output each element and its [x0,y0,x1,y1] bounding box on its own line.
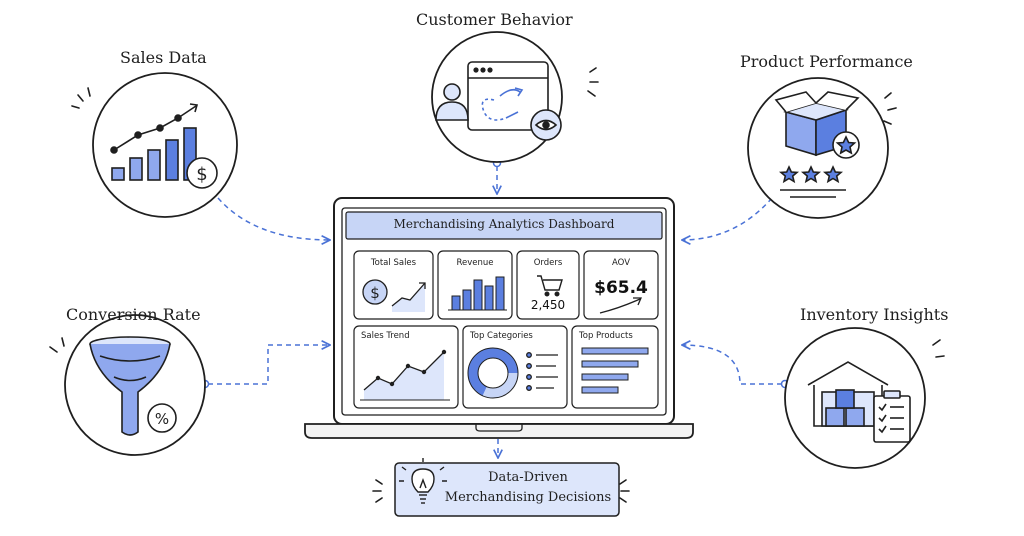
lightbulb-icon [399,458,447,504]
node-label-sales-data: Sales Data [120,48,207,67]
top-products-bars [581,347,649,394]
kpi-value-aov: $65.4 [594,278,648,298]
connector-product-performance [682,197,773,240]
spark-marks [49,67,945,503]
output-text-line1: Data-Driven [488,470,568,485]
node-circle-sales-data [92,72,238,218]
total-sales-sparkline [391,282,426,312]
dashboard-title-bar [345,211,663,240]
web-journey-icon [435,61,562,141]
svg-text:%: % [155,410,169,428]
panel-label-top-categories: Top Categories [470,331,533,341]
dollar-coin-icon: $ [362,279,388,305]
svg-text:$: $ [196,164,207,185]
kpi-label-revenue: Revenue [456,258,494,268]
shopping-cart-icon [537,275,563,297]
svg-text:$: $ [370,284,380,302]
node-label-customer-behavior: Customer Behavior [416,10,573,29]
dashboard-title: Merchandising Analytics Dashboard [393,217,615,231]
node-label-product-performance: Product Performance [740,52,913,71]
bar-chart-dollar-icon: $ [110,103,218,189]
output-text-line2: Merchandising Decisions [444,490,612,505]
node-label-conversion-rate: Conversion Rate [66,305,201,324]
kpi-card-orders [516,250,580,320]
sales-trend-chart [360,349,450,401]
box-star-rating-icon [774,91,860,198]
aov-trend-arrow [599,297,642,314]
kpi-value-orders: 2,450 [530,298,566,312]
warehouse-checklist-icon [807,361,911,443]
connector-sales-data [217,197,330,240]
panel-label-top-products: Top Products [579,331,633,341]
revenue-mini-bars [448,276,507,311]
panel-label-sales-trend: Sales Trend [361,331,410,341]
kpi-label-total-sales: Total Sales [370,258,417,268]
connector-inventory-insights [682,345,782,385]
funnel-percent-icon: % [89,336,177,436]
kpi-label-orders: Orders [533,258,563,268]
connector-conversion-rate [208,345,330,385]
connectors [208,166,782,458]
output-box [394,462,620,517]
node-label-inventory-insights: Inventory Insights [800,305,949,324]
kpi-label-aov: AOV [611,258,631,268]
top-categories-donut [467,347,558,399]
